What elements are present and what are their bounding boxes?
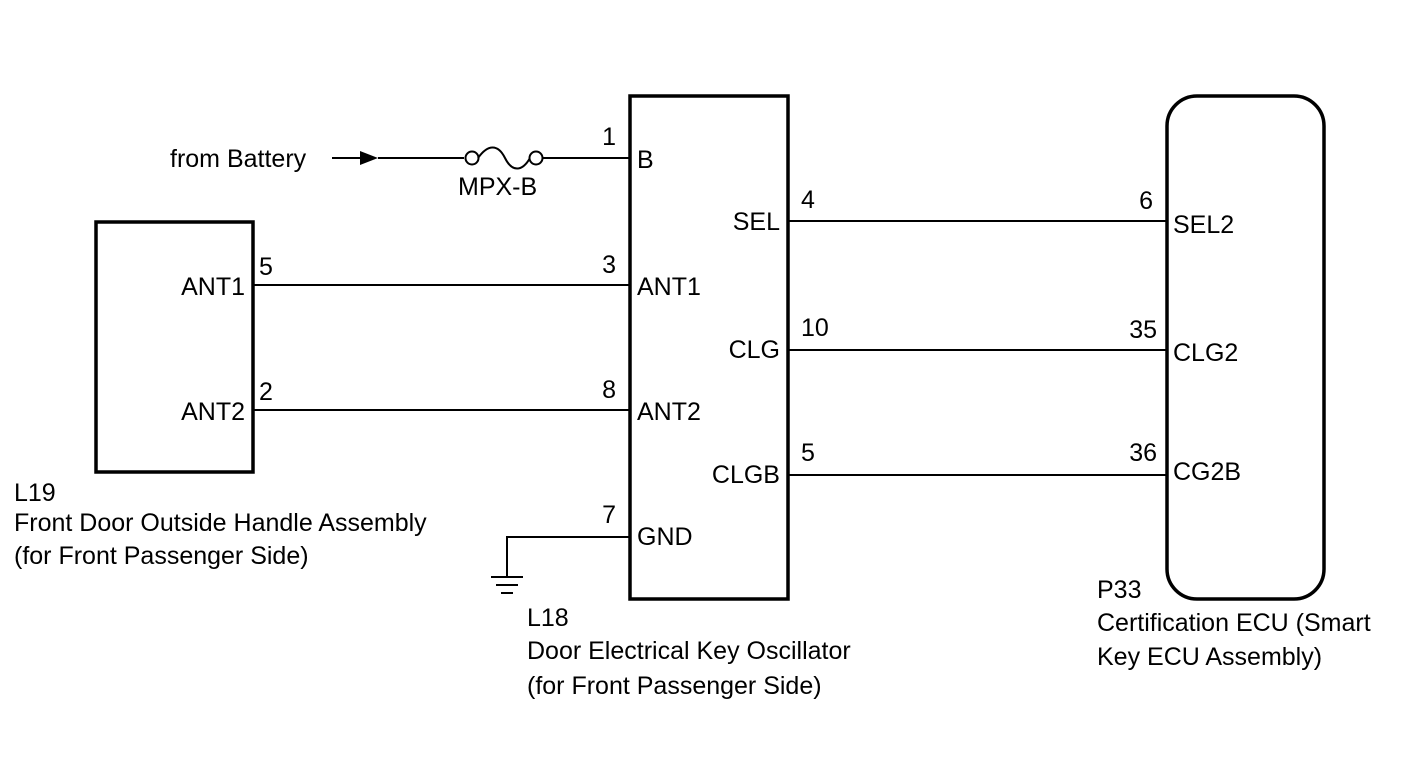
- p33-pin-sel2-number: 6: [1139, 187, 1153, 215]
- l19-code: L19: [14, 479, 56, 507]
- l18-pin-sel-number: 4: [801, 186, 815, 214]
- p33-pin-cg2b-number: 36: [1129, 439, 1157, 467]
- p33-name-line2: Key ECU Assembly): [1097, 643, 1322, 671]
- l18-component-box: [628, 94, 790, 601]
- wire-gnd: [506, 536, 630, 576]
- l18-pin-ant2-label: ANT2: [637, 398, 701, 426]
- l19-name: Front Door Outside Handle Assembly: [14, 509, 427, 537]
- l19-note: (for Front Passenger Side): [14, 542, 309, 570]
- l18-code: L18: [527, 604, 569, 632]
- l19-pin-ant1-label: ANT1: [181, 273, 245, 301]
- fuse-label: MPX-B: [458, 173, 537, 201]
- ground-icon: [491, 576, 523, 594]
- p33-pin-cg2b-label: CG2B: [1173, 458, 1241, 486]
- p33-pin-clg2-number: 35: [1129, 316, 1157, 344]
- l18-note: (for Front Passenger Side): [527, 672, 822, 700]
- l18-pin-gnd-number: 7: [602, 501, 616, 529]
- l18-pin-clg-number: 10: [801, 314, 829, 342]
- l18-pin-b-number: 1: [602, 123, 616, 151]
- p33-component-box: [1165, 94, 1326, 601]
- l18-pin-ant2-number: 8: [602, 376, 616, 404]
- p33-pin-clg2-label: CLG2: [1173, 339, 1238, 367]
- l18-pin-gnd-label: GND: [637, 523, 693, 551]
- l18-name: Door Electrical Key Oscillator: [527, 637, 851, 665]
- l18-pin-ant1-label: ANT1: [637, 273, 701, 301]
- l19-pin-ant2-label: ANT2: [181, 398, 245, 426]
- battery-source-label: from Battery: [170, 145, 307, 173]
- l18-pin-clg-label: CLG: [729, 336, 780, 364]
- p33-pin-sel2-label: SEL2: [1173, 211, 1234, 239]
- l19-component-box: [94, 220, 255, 474]
- l18-pin-b-label: B: [637, 146, 654, 174]
- p33-code: P33: [1097, 576, 1141, 604]
- l18-pin-ant1-number: 3: [602, 251, 616, 279]
- l19-pin-ant2-number: 2: [259, 378, 273, 406]
- l19-pin-ant1-number: 5: [259, 253, 273, 281]
- p33-name-line1: Certification ECU (Smart: [1097, 609, 1371, 637]
- battery-arrow-head-icon: [360, 151, 378, 165]
- l18-pin-clgb-number: 5: [801, 439, 815, 467]
- fuse-mpx-b-icon: [464, 146, 544, 170]
- l18-pin-clgb-label: CLGB: [712, 461, 780, 489]
- l18-pin-sel-label: SEL: [733, 208, 780, 236]
